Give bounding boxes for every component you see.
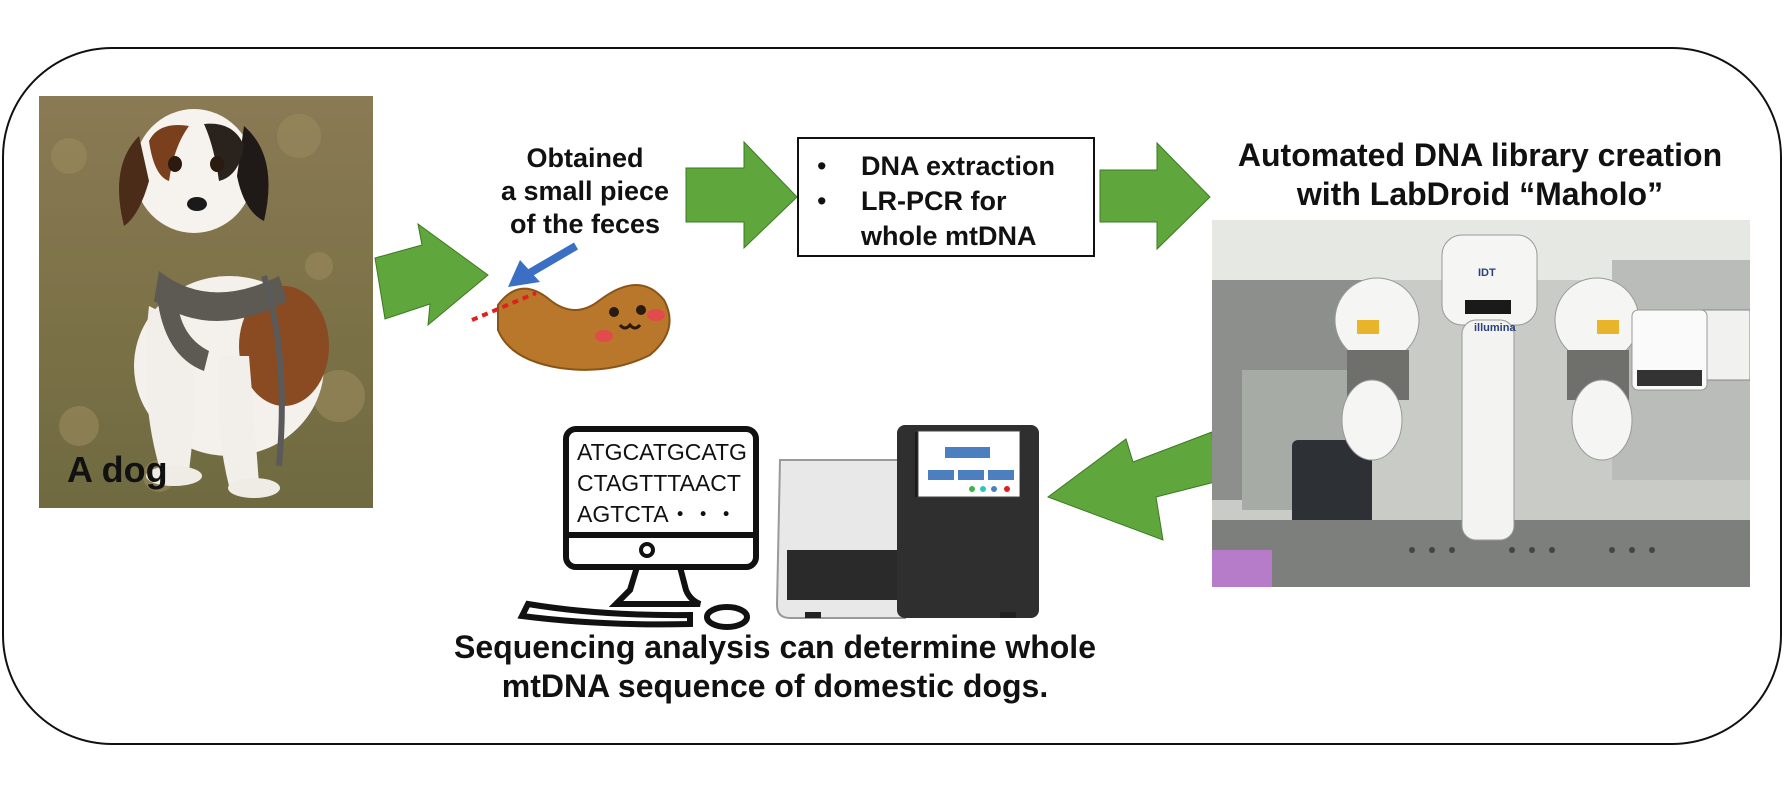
sequence-line-2: CTAGTTTAACT: [577, 470, 741, 496]
dog-caption: A dog: [67, 449, 168, 490]
step-lr-pcr-line-2: whole mtDNA: [861, 221, 1037, 251]
feces-step-line-1: Obtained: [526, 143, 644, 173]
automation-label: Automated DNA library creation with LabD…: [1200, 136, 1760, 214]
conclusion-line-1: Sequencing analysis can determine whole: [454, 629, 1096, 665]
feces-step-label: Obtained a small piece of the feces: [480, 142, 690, 241]
robot-tag-illumina: illumina: [1474, 322, 1516, 334]
computer-icon: [517, 426, 759, 630]
blue-pointer-arrow: [508, 242, 579, 287]
step-lr-pcr-line-1: LR-PCR for: [861, 186, 1007, 216]
conclusion-label: Sequencing analysis can determine whole …: [420, 628, 1130, 706]
diagram-frame: [2, 47, 1782, 745]
sequence-line-3: AGTCTA・・・: [577, 501, 738, 527]
computer-sequence-text: ATGCATGCATG CTAGTTTAACT AGTCTA・・・: [577, 437, 747, 530]
arrow-steps-to-automation: [1099, 141, 1211, 251]
arrow-robot-to-sequencer: [1046, 431, 1216, 541]
automation-line-1: Automated DNA library creation: [1237, 137, 1723, 173]
step-lr-pcr: LR-PCR for whole mtDNA: [817, 184, 1093, 254]
dog-photo: A dog: [39, 96, 373, 508]
feces-step-line-2: a small piece: [500, 175, 670, 206]
cut-line: [471, 291, 537, 322]
feces-step-line-3: of the feces: [509, 208, 661, 239]
sequencer-icon: [775, 425, 1039, 619]
robot-tag-idt: IDT: [1478, 267, 1496, 279]
automation-line-2: with LabDroid “Maholo”: [1296, 176, 1664, 213]
feces-icon: [497, 284, 671, 371]
sequence-line-1: ATGCATGCATG: [577, 439, 747, 465]
step-dna-extraction: DNA extraction: [817, 149, 1093, 184]
labdroid-robot-photo: IDT illumina: [1212, 220, 1750, 587]
arrow-dog-to-feces: [374, 222, 489, 327]
arrow-feces-to-steps: [685, 140, 798, 250]
conclusion-line-2: mtDNA sequence of domestic dogs.: [501, 668, 1049, 705]
lab-steps-box: DNA extraction LR-PCR for whole mtDNA: [797, 137, 1095, 257]
